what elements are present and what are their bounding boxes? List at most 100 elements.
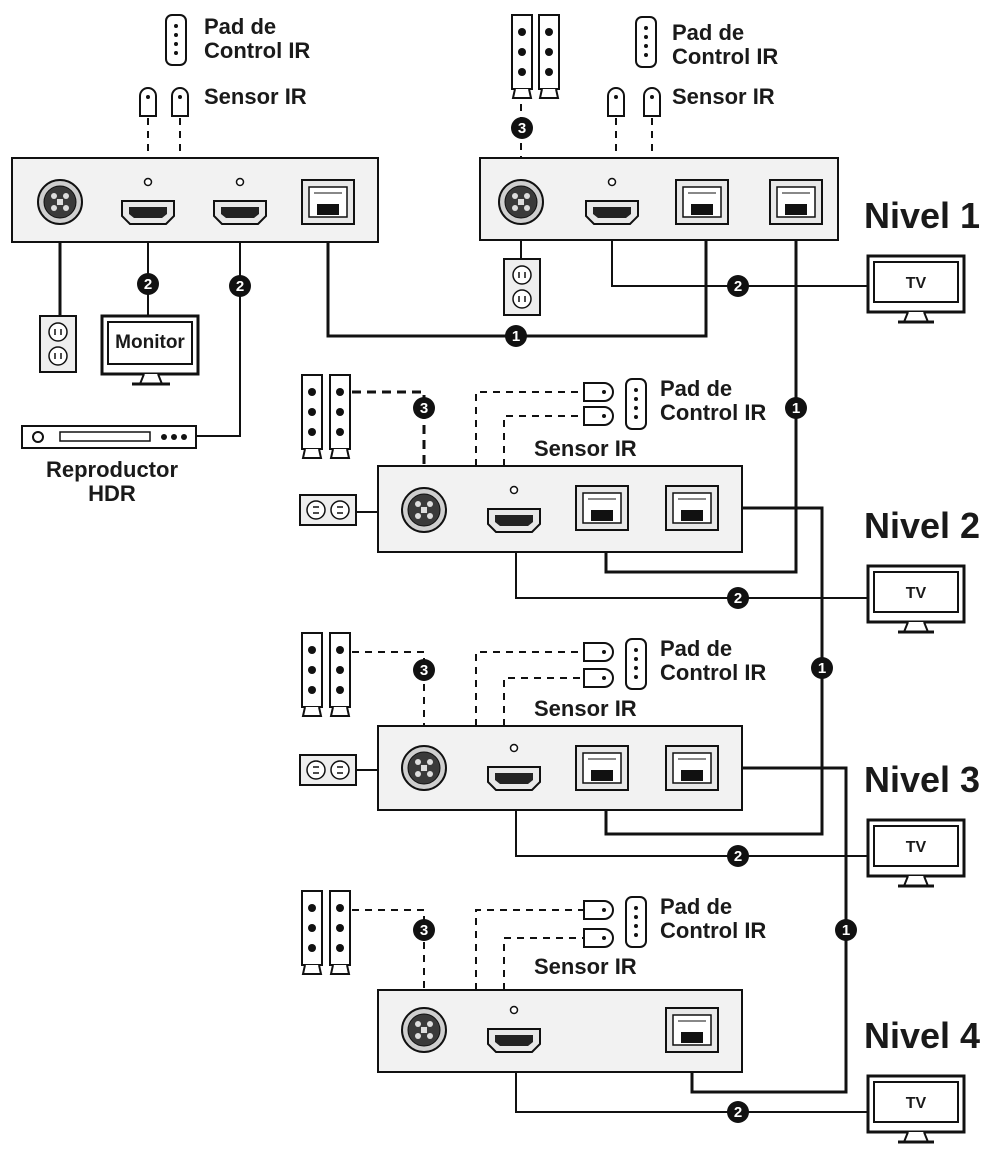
rj45-port-icon — [301, 179, 355, 225]
hdmi-cable-player — [196, 220, 241, 437]
svg-text:3: 3 — [518, 120, 526, 137]
tv-2: TV — [866, 564, 966, 634]
speaker-icon — [329, 890, 351, 975]
power-port-icon — [37, 179, 83, 225]
speaker-icon — [329, 632, 351, 717]
rj45-port-icon — [665, 745, 719, 791]
tv-label: TV — [906, 839, 927, 856]
cable-badge-3: 3 — [511, 117, 533, 139]
status-led-icon — [509, 1005, 519, 1015]
ir-sensor-icon — [643, 87, 661, 117]
rj45-port-icon — [675, 179, 729, 225]
hdmi-port-icon — [121, 200, 175, 225]
monitor-label: Monitor — [115, 332, 185, 353]
receiver-unit-3 — [377, 725, 743, 811]
hdmi-port-icon — [487, 508, 541, 533]
cat-cable-l3 — [604, 506, 824, 836]
receiver-unit-1 — [479, 157, 839, 241]
tv-label: TV — [906, 585, 927, 602]
cable-badge-2: 2 — [727, 587, 749, 609]
hdmi-port-icon — [213, 200, 267, 225]
ir-sensor-label: Sensor IR — [672, 84, 775, 109]
ir-sensor-label: Sensor IR — [534, 696, 637, 721]
ir-control-pad-icon — [635, 16, 657, 68]
ir-sensor-icon — [139, 87, 157, 117]
svg-text:2: 2 — [734, 278, 742, 295]
cable-badge-2: 2 — [727, 1101, 749, 1123]
hdr-player — [21, 425, 197, 449]
ir-sensor-icon — [171, 87, 189, 117]
tv-4: TV — [866, 1074, 966, 1144]
tv-label: TV — [906, 1095, 927, 1112]
power-port-icon — [401, 1007, 447, 1053]
ir-control-pad-icon — [625, 378, 647, 430]
status-led-icon — [509, 485, 519, 495]
ir-sensor-icon — [583, 900, 614, 920]
ir-link-rx4 — [475, 909, 584, 990]
ir-control-pad-icon — [625, 638, 647, 690]
monitor: Monitor — [100, 314, 200, 386]
ir-sensor-icon — [583, 928, 614, 948]
speaker-icon — [301, 374, 323, 459]
rj45-port-icon — [575, 485, 629, 531]
ir-sensor-icon — [583, 642, 614, 662]
hdmi-port-icon — [487, 766, 541, 791]
power-port-icon — [401, 487, 447, 533]
cable-badge-1: 1 — [811, 657, 833, 679]
level-3-label: Nivel 3 — [864, 759, 980, 800]
power-port-icon — [498, 179, 544, 225]
svg-text:1: 1 — [792, 400, 800, 417]
tv-1: TV — [866, 254, 966, 324]
svg-text:1: 1 — [842, 922, 850, 939]
badge-layer: 2 2 1 3 2 1 3 2 1 3 2 1 3 2 — [137, 117, 857, 1123]
status-led-icon — [235, 177, 245, 187]
transmitter-unit — [11, 157, 379, 243]
ir-sensor-icon — [607, 87, 625, 117]
rj45-port-icon — [769, 179, 823, 225]
power-outlet-icon — [503, 258, 541, 316]
level-4-label: Nivel 4 — [864, 1015, 980, 1056]
ir-link-rx2 — [475, 391, 584, 466]
ir-sensor-label: Sensor IR — [534, 436, 637, 461]
hdmi-port-icon — [487, 1028, 541, 1053]
level-2-label: Nivel 2 — [864, 505, 980, 546]
rj45-port-icon — [575, 745, 629, 791]
hdmi-port-icon — [585, 200, 639, 225]
power-port-icon — [401, 745, 447, 791]
ir-control-pad-icon — [165, 14, 187, 66]
status-led-icon — [607, 177, 617, 187]
cable-badge-2: 2 — [229, 275, 251, 297]
ir-sensor-label: Sensor IR — [534, 954, 637, 979]
status-led-icon — [143, 177, 153, 187]
speaker-icon — [301, 890, 323, 975]
hdmi-cable-tv1 — [611, 220, 870, 287]
ir-sensor-icon — [583, 668, 614, 688]
svg-text:1: 1 — [818, 660, 826, 677]
cat-cable-l4 — [690, 766, 848, 1094]
speaker-icon — [301, 632, 323, 717]
speaker-link-rx3 — [352, 651, 425, 726]
svg-text:1: 1 — [512, 328, 520, 345]
speaker-link-rx2 — [352, 390, 426, 466]
cable-badge-2: 2 — [727, 845, 749, 867]
svg-text:2: 2 — [734, 1104, 742, 1121]
svg-text:2: 2 — [236, 278, 244, 295]
receiver-unit-4 — [377, 989, 743, 1073]
tv-label: TV — [906, 275, 927, 292]
cable-badge-3: 3 — [413, 659, 435, 681]
speaker-icon — [329, 374, 351, 459]
cable-badge-3: 3 — [413, 919, 435, 941]
cable-badge-2: 2 — [137, 273, 159, 295]
tv-3: TV — [866, 818, 966, 888]
power-outlet-icon — [299, 754, 357, 786]
ir-link-tx — [147, 118, 181, 158]
ir-sensor-icon — [583, 406, 614, 426]
cable-layer — [58, 104, 870, 1113]
